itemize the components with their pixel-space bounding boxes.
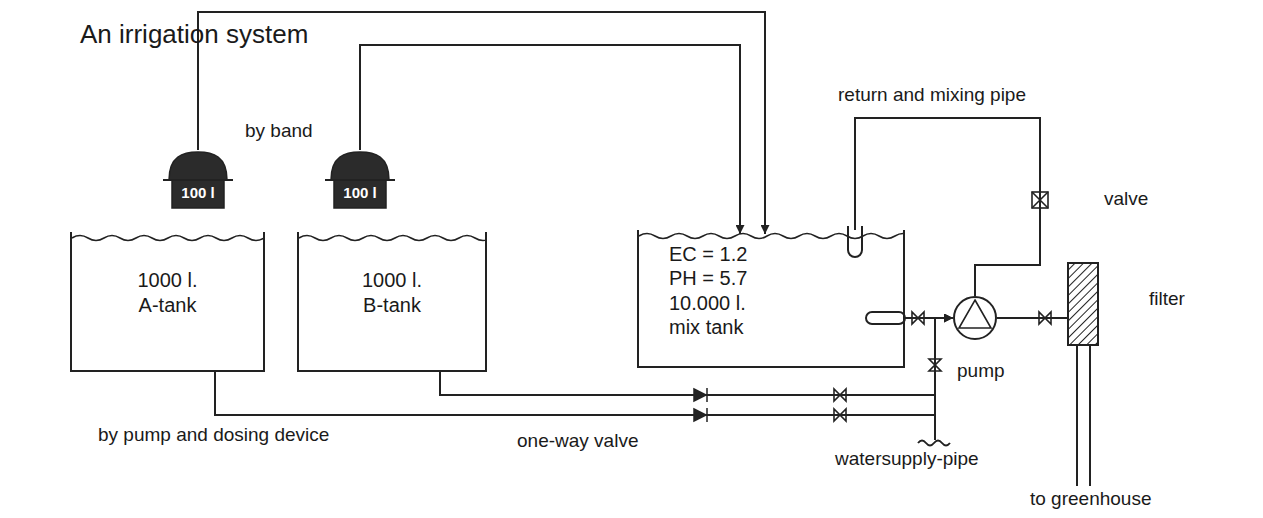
pump-triangle (959, 300, 991, 328)
pump-symbol-outline (953, 296, 997, 340)
pipe-connector (905, 317, 953, 319)
diagram-title: An irrigation system (80, 20, 308, 49)
return-pipe-end (848, 226, 862, 257)
volume-label: 100 l (163, 184, 233, 202)
stock-tank: 1000 l.A-tank (70, 232, 265, 372)
bag-stand (163, 179, 233, 181)
tank-text: 1000 l. (72, 268, 263, 293)
water-surface (299, 236, 485, 241)
bag-stand (325, 179, 395, 181)
filter-symbol-outline (1067, 262, 1099, 346)
pipe-connector (855, 118, 1040, 296)
pipe-note: by band (245, 120, 313, 143)
pipe-details (848, 226, 1090, 486)
bag-dome (331, 152, 389, 180)
pipe-connector (997, 317, 1067, 319)
volume-label: 100 l (325, 184, 395, 202)
filter-body (1068, 263, 1098, 345)
valves (834, 192, 1051, 421)
water-surface (639, 234, 903, 239)
destination-label: to greenhouse (1030, 488, 1152, 511)
pipe-name: watersupply-pipe (835, 448, 979, 471)
part-name: pump (957, 360, 1005, 382)
valve-label: one-way valve (517, 430, 638, 453)
tank-text: A-tank (72, 293, 263, 318)
water-surface (72, 236, 263, 241)
valve-label: valve (1104, 188, 1148, 211)
pipe-name: return and mixing pipe (838, 84, 1026, 107)
stock-tank: 1000 l.B-tank (297, 232, 487, 372)
water-supply-pipe (934, 415, 936, 440)
bag-dome (169, 152, 227, 180)
tank-text: mix tank (669, 315, 903, 339)
part-name: filter (1149, 288, 1185, 310)
water-supply-inlet (918, 441, 950, 446)
pump-casing (954, 297, 996, 339)
connectors (198, 12, 1067, 415)
stock-bag: 100 l (163, 150, 233, 210)
mix-tank: EC = 1.2PH = 5.710.000 l.mix tank (637, 230, 905, 368)
stock-bag: 100 l (325, 150, 395, 210)
tank-text: 10.000 l. (669, 291, 903, 315)
tank-text: PH = 5.7 (669, 266, 903, 290)
tank-text: EC = 1.2 (669, 242, 903, 266)
pipe-note: by pump and dosing device (98, 424, 329, 447)
pump-symbol: pump (953, 296, 997, 340)
greenhouse-pipe (1077, 346, 1090, 486)
one-way-valves (694, 388, 707, 422)
tank-text: 1000 l. (299, 268, 485, 293)
suction-pipe (866, 312, 905, 324)
tank-text: B-tank (299, 293, 485, 318)
pipe-connector (360, 45, 740, 234)
filter-symbol: filter (1067, 262, 1099, 346)
